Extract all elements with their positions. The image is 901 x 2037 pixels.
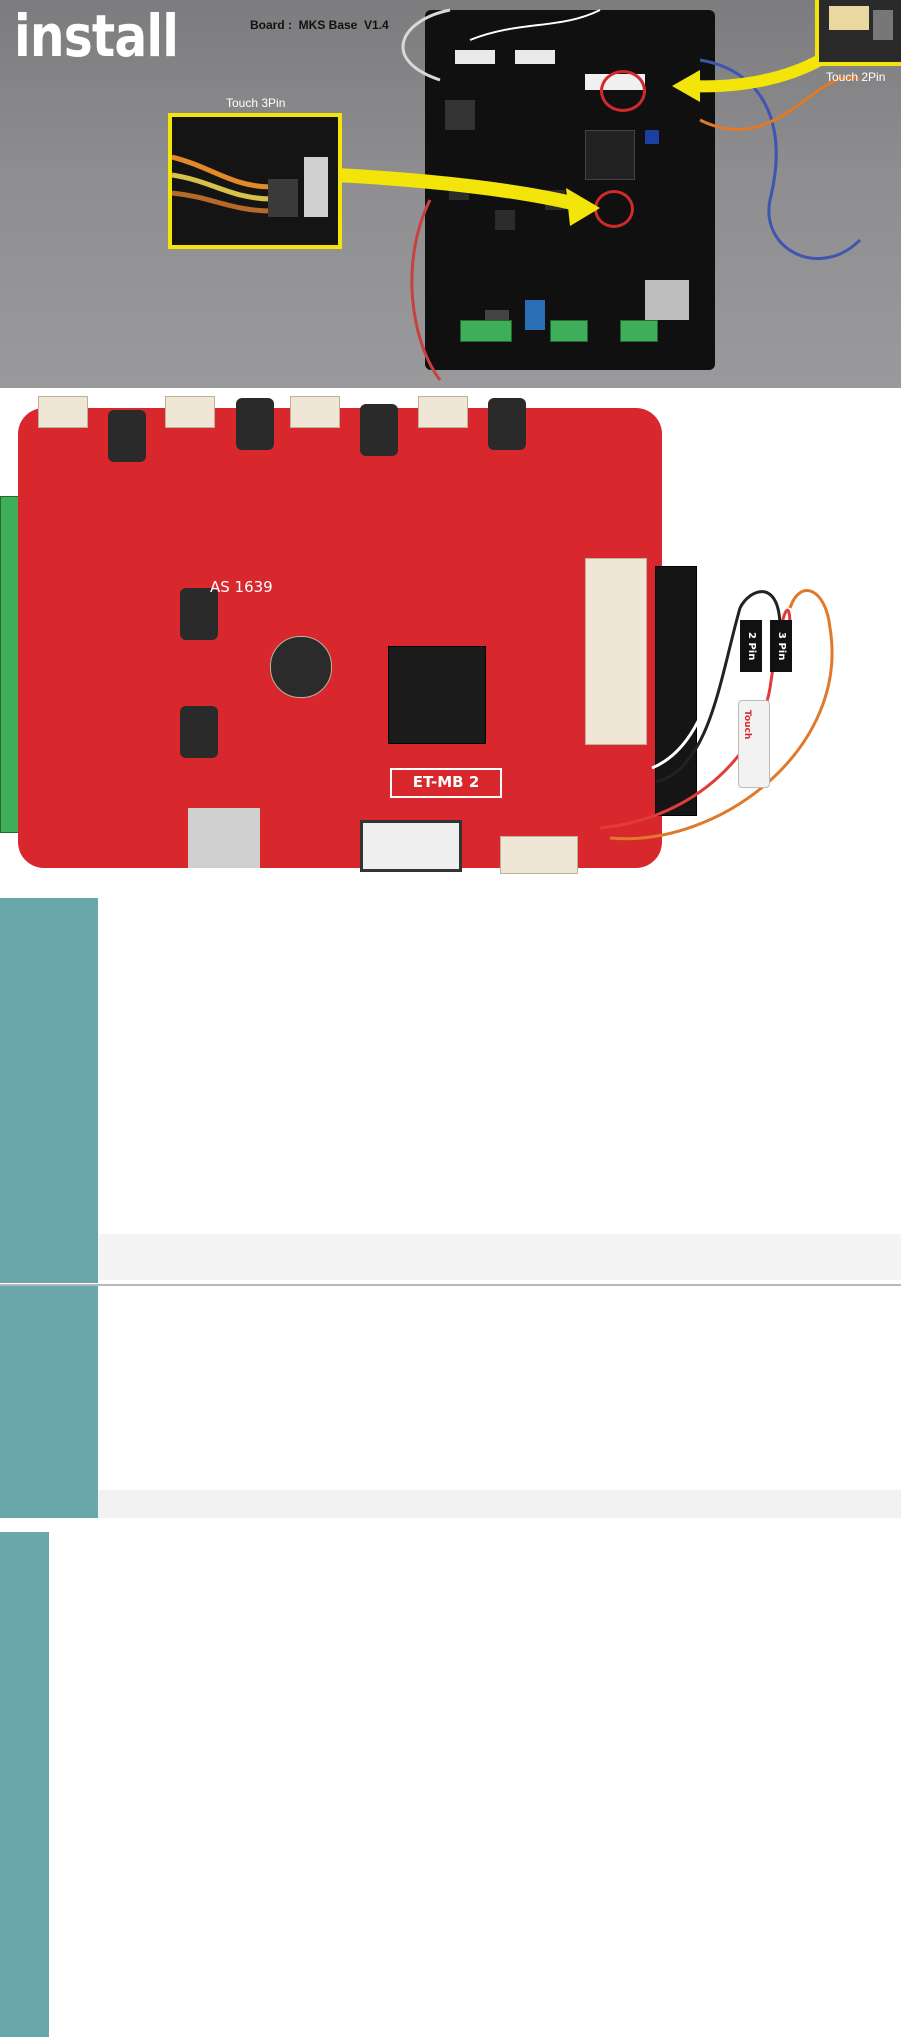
header-connector [165, 396, 215, 428]
fan-connector [500, 836, 578, 874]
board-photo: ET-MB 2 AS 1639 2 Pin 3 Pin Touch [0, 388, 901, 893]
probe-label: Touch [742, 710, 752, 740]
capacitor [236, 398, 274, 450]
terminal-block [460, 320, 512, 342]
et-mb-board [18, 408, 662, 868]
capacitor [180, 588, 218, 640]
touch-3pin-zoom [168, 113, 342, 249]
pin2-label: 2 Pin [740, 620, 762, 672]
timestamp-column [0, 1286, 98, 1518]
log-panel-1: 15:31:08.371X:0.00 Y:0.00 Z:15.82 E:0.00… [0, 898, 901, 1283]
inductor [270, 636, 332, 698]
install-photo: install Board : MKS Base V1.4 Touch 3Pin… [0, 0, 901, 388]
board-silkscreen: ET-MB 2 [390, 768, 502, 798]
terminal-block [620, 320, 658, 342]
capacitor [180, 706, 218, 758]
zoom-2pin-graphic [829, 6, 893, 40]
mcu-chip [585, 130, 635, 180]
yellow-arrows [335, 54, 823, 226]
capacitor [360, 404, 398, 456]
header-connector [290, 396, 340, 428]
bltouch-probe [738, 700, 770, 788]
pin3-label: 3 Pin [770, 620, 792, 672]
capacitor [488, 398, 526, 450]
board-label: Board : MKS Base V1.4 [250, 18, 389, 32]
log-empty-area [98, 1490, 901, 1518]
log-empty-area [98, 1234, 901, 1280]
probe-wires-graphic [599, 589, 834, 841]
chip-marking: AS 1639 [210, 578, 273, 596]
timestamp-column [0, 1532, 49, 2037]
log-panel-2: 11:18:18.614M48 Z-Probe Repeatability Te… [0, 1284, 901, 1518]
terminal-block [550, 320, 588, 342]
timestamp-column [0, 898, 98, 1283]
install-title: install [14, 2, 179, 70]
log-panel-3: 2.928M48 Z-Probe Repeatability Test2.931… [0, 1532, 901, 2037]
aux-header [655, 566, 697, 816]
header-connector [418, 396, 468, 428]
touch-2pin-zoom [815, 0, 901, 66]
usb-port [188, 808, 260, 868]
mcu-chip [388, 646, 486, 744]
idc-header [360, 820, 462, 872]
capacitor [108, 410, 146, 462]
touch-2pin-circle [600, 70, 646, 112]
touch-3pin-label: Touch 3Pin [226, 96, 286, 110]
header-connector [38, 396, 88, 428]
zoom-3pin-graphic [171, 154, 328, 217]
touch-2pin-label: Touch 2Pin [826, 70, 886, 84]
endstop-connectors [585, 558, 647, 745]
